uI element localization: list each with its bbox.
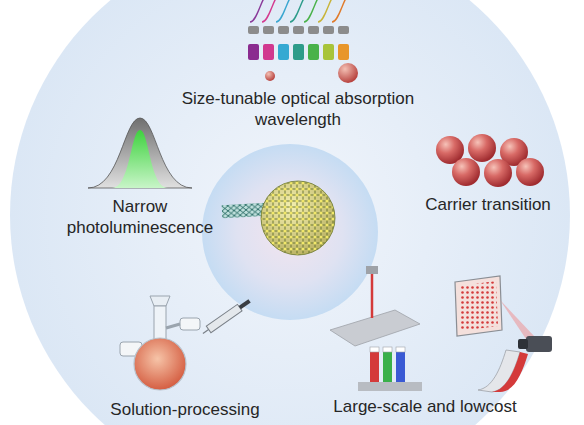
absorption-spectrum-icon [248, 0, 358, 83]
ink-vial [370, 352, 379, 382]
pixel-array [459, 281, 498, 331]
print-nozzle [371, 274, 374, 318]
flask-body [134, 338, 186, 390]
light-beam [500, 300, 534, 342]
feature-label: Size-tunable optical absorption waveleng… [178, 88, 418, 130]
vial-cap [263, 26, 274, 34]
spectrum-curve [332, 0, 352, 22]
sensor-panel [455, 276, 502, 336]
flexible-film [492, 352, 528, 392]
sphere [516, 158, 544, 186]
printing-equipment [330, 266, 552, 392]
spectrum-curve [290, 0, 310, 22]
camera-body [526, 336, 552, 352]
syringe-plunger [239, 299, 251, 309]
syringe-needle [203, 329, 209, 333]
nanotube-mesh [222, 203, 267, 218]
vial-cap [308, 26, 319, 34]
vial-cap [338, 26, 349, 34]
emission-peak-icon [88, 118, 192, 188]
flask-neck [154, 306, 166, 340]
color-vial [308, 44, 319, 60]
vial-cap [248, 26, 259, 34]
vial-cap [370, 347, 379, 352]
color-vial [293, 44, 304, 60]
vial-cap [293, 26, 304, 34]
spectrum-curve [318, 0, 338, 22]
side-arm [166, 324, 180, 328]
color-vial [248, 44, 259, 60]
vial-stand [358, 382, 422, 391]
feature-label: Solution-processing [80, 399, 290, 420]
vial-cap [383, 347, 392, 352]
small-dot [265, 71, 275, 81]
feature-label: Carrier transition [404, 194, 572, 215]
sphere [468, 134, 496, 162]
large-dot [338, 63, 358, 83]
dot-lattice [258, 178, 338, 258]
vial-cap [323, 26, 334, 34]
inner-circle [202, 144, 378, 320]
color-vial [338, 44, 349, 60]
camera-lens [518, 339, 528, 349]
feature-label: Large-scale and lowcost [302, 396, 548, 417]
nanotube [222, 203, 267, 218]
vial-cap [278, 26, 289, 34]
ink-vial [396, 352, 405, 382]
color-vial [263, 44, 274, 60]
spectrum-curve [276, 0, 296, 22]
narrow-peak [112, 130, 168, 188]
quantum-dot [222, 178, 338, 258]
color-vial [278, 44, 289, 60]
vial-cap [396, 347, 405, 352]
sphere [484, 159, 512, 187]
flask-icon [201, 298, 252, 337]
sphere [452, 158, 480, 186]
broad-peak [88, 118, 192, 188]
feature-label: Narrow photoluminescence [50, 196, 230, 238]
syringe [206, 304, 242, 332]
funnel [150, 296, 170, 306]
flask-icon [120, 296, 252, 390]
color-vial [323, 44, 334, 60]
carrier-spheres [436, 134, 544, 187]
dot-outline [261, 181, 335, 255]
ink-vial [383, 352, 392, 382]
spectrum-curve [304, 0, 324, 22]
spectrum-curve [262, 0, 282, 22]
nozzle-head [366, 266, 378, 274]
print-platform [330, 310, 420, 346]
clamp [180, 318, 200, 330]
